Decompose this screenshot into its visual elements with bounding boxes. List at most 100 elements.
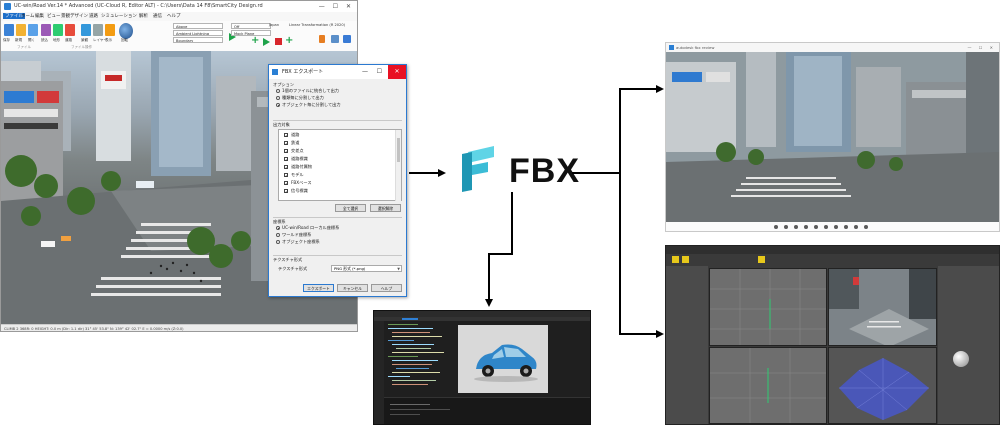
stop-icon[interactable]: [275, 38, 282, 45]
orbit-icon[interactable]: [794, 225, 798, 229]
layer-button[interactable]: [93, 24, 103, 36]
camera-icon[interactable]: [331, 35, 339, 43]
add-icon[interactable]: +: [251, 35, 260, 46]
coord-radio-world[interactable]: [276, 233, 280, 237]
ribbon-label: 開く: [28, 38, 35, 42]
select-all-button[interactable]: 全て選択: [335, 204, 366, 212]
viewport-wireframe[interactable]: [828, 347, 937, 424]
item-checkbox[interactable]: ✓: [284, 133, 289, 138]
light-icon[interactable]: [844, 225, 848, 229]
menu-simulation[interactable]: シミュレーション: [101, 14, 137, 19]
minimize-icon[interactable]: —: [362, 68, 368, 75]
item-checkbox[interactable]: ✓: [284, 157, 289, 162]
home-icon[interactable]: [774, 225, 778, 229]
dialog-titlebar: FBX エクスポート — ☐ ✕: [269, 65, 406, 79]
cancel-button[interactable]: キャンセル: [337, 284, 368, 292]
display-button[interactable]: [105, 24, 115, 36]
camera-icon[interactable]: [834, 225, 838, 229]
item-checkbox[interactable]: ✓: [284, 165, 289, 170]
viewport-perspective[interactable]: [828, 268, 937, 346]
dcc-menu-bar: [666, 246, 999, 254]
coord-radio-object[interactable]: [276, 240, 280, 244]
walk-icon[interactable]: [824, 225, 828, 229]
tool-icon[interactable]: [682, 256, 689, 263]
help-button[interactable]: ヘルプ: [371, 284, 402, 292]
menu-edit[interactable]: 編集: [35, 14, 44, 19]
viewer-3d-view[interactable]: [666, 52, 999, 222]
fit-icon[interactable]: [814, 225, 818, 229]
arrow-branch-vertical: [619, 88, 621, 334]
dcc-right-panel[interactable]: [938, 266, 999, 424]
menu-landscape[interactable]: 景観デザイン: [61, 14, 88, 19]
open-button[interactable]: [28, 24, 38, 36]
close-icon[interactable]: ✕: [388, 65, 406, 79]
globe-icon[interactable]: [119, 23, 133, 39]
item-checkbox[interactable]: ✓: [284, 173, 289, 178]
scroll-thumb[interactable]: [397, 138, 400, 162]
new-button[interactable]: [16, 24, 26, 36]
menu-road[interactable]: 道路: [89, 14, 98, 19]
coord-radio-local[interactable]: [276, 226, 280, 230]
item-checkbox[interactable]: ✓: [284, 149, 289, 154]
item-checkbox[interactable]: ✓: [284, 189, 289, 194]
option-radio-by-type[interactable]: [276, 96, 280, 100]
mode-dropdown[interactable]: Off: [231, 23, 271, 29]
tool-icon[interactable]: [672, 256, 679, 263]
fbx-format-label: FBX: [509, 152, 580, 190]
light-dropdown[interactable]: Ambient Lightning: [173, 30, 223, 36]
viewport-front[interactable]: [709, 347, 827, 424]
editor-titlebar: [374, 311, 590, 317]
model-preview-panel[interactable]: [458, 325, 548, 393]
texture-format-select[interactable]: PNG 形式 (*.png) ▼: [331, 265, 402, 272]
menu-home[interactable]: ホーム: [21, 14, 35, 19]
plane-dropdown[interactable]: Mock Plane: [231, 30, 271, 36]
play-icon[interactable]: [263, 38, 270, 46]
zoom-icon[interactable]: [804, 225, 808, 229]
export-button[interactable]: エクスポート: [303, 284, 334, 292]
road-button[interactable]: [65, 24, 75, 36]
menu-comm[interactable]: 通信: [153, 14, 162, 19]
add-icon[interactable]: +: [285, 35, 294, 46]
window-controls[interactable]: — ☐ ✕: [318, 3, 354, 10]
settings-icon[interactable]: [854, 225, 858, 229]
deselect-button[interactable]: 選択解除: [370, 204, 401, 212]
menu-view[interactable]: ビュー: [47, 14, 61, 19]
terrain-button[interactable]: [53, 24, 63, 36]
pin-icon[interactable]: [319, 35, 325, 43]
output-items-list[interactable]: ✓ 道路 ✓ 鉄道 ✓ 交差点 ✓ 道路標識 ✓ 道路付属物 ✓ モデル ✓ F…: [278, 129, 402, 201]
option-radio-by-object[interactable]: [276, 103, 280, 107]
pan-icon[interactable]: [784, 225, 788, 229]
tool-icon[interactable]: [758, 256, 765, 263]
time-dropdown[interactable]: Above: [173, 23, 223, 29]
menu-help[interactable]: ヘルプ: [167, 14, 181, 19]
window-controls[interactable]: — ☐ ✕: [967, 45, 996, 50]
terminal-panel[interactable]: [384, 397, 590, 424]
save-button[interactable]: [4, 24, 14, 36]
item-checkbox[interactable]: ✓: [284, 141, 289, 146]
viewport-top[interactable]: [709, 268, 827, 346]
fullscreen-icon[interactable]: [864, 225, 868, 229]
viewer-toolbar: [666, 222, 999, 231]
active-tab[interactable]: [402, 318, 418, 320]
city-render: [829, 269, 936, 345]
code-area[interactable]: [384, 321, 456, 395]
import-button[interactable]: [41, 24, 51, 36]
landscape-button[interactable]: [81, 24, 91, 36]
ribbon-label: レイヤー: [93, 38, 107, 42]
dcc-left-panel[interactable]: [666, 266, 708, 424]
ribbon-label: 道路: [65, 38, 72, 42]
option-radio-merge[interactable]: [276, 89, 280, 93]
divider: [273, 120, 402, 121]
menu-file[interactable]: ファイル: [3, 13, 25, 19]
menu-analysis[interactable]: 解析: [139, 14, 148, 19]
maximize-icon[interactable]: ☐: [376, 68, 382, 75]
list-scrollbar[interactable]: [395, 130, 401, 201]
editor-tabs[interactable]: [374, 317, 590, 321]
item-checkbox[interactable]: ✓: [284, 181, 289, 186]
boundary-dropdown[interactable]: Boundary: [173, 37, 223, 43]
play-icon[interactable]: [229, 33, 236, 41]
arrow-head: [656, 330, 664, 338]
arrow-down-drop: [488, 253, 490, 300]
chevron-down-icon: ▼: [397, 267, 400, 271]
settings-icon[interactable]: [343, 35, 351, 43]
